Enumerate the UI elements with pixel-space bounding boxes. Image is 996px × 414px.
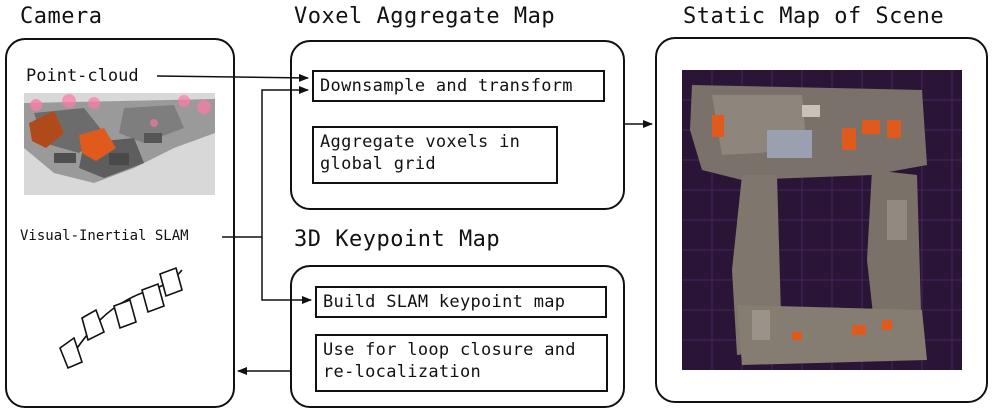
pointcloud-label: Point-cloud xyxy=(26,66,139,86)
downsample-transform-step: Downsample and transform xyxy=(312,70,605,102)
camera-pose-5 xyxy=(159,266,183,298)
pointcloud-image xyxy=(24,93,215,195)
slam-label: Visual-Inertial SLAM xyxy=(20,228,189,244)
camera-pose-3 xyxy=(113,298,137,330)
voxel-map-title: Voxel Aggregate Map xyxy=(294,4,556,29)
slam-to-downsample-arrow xyxy=(261,86,309,237)
static-map-title: Static Map of Scene xyxy=(683,4,945,29)
camera-pose-1 xyxy=(59,336,83,370)
build-slam-map-step: Build SLAM keypoint map xyxy=(315,286,607,318)
keypoint-map-title: 3D Keypoint Map xyxy=(294,227,501,252)
loop-closure-step: Use for loop closure and re-localization xyxy=(315,334,608,392)
camera-pose-4 xyxy=(141,282,165,314)
static-map-image xyxy=(682,70,962,370)
camera-trajectory xyxy=(59,266,183,370)
pointcloud-arrow xyxy=(156,73,309,82)
camera-title: Camera xyxy=(20,4,103,29)
slam-to-keypoint-arrow xyxy=(261,237,312,304)
aggregate-voxels-step: Aggregate voxels in global grid xyxy=(312,126,558,184)
camera-pose-2 xyxy=(81,308,105,342)
